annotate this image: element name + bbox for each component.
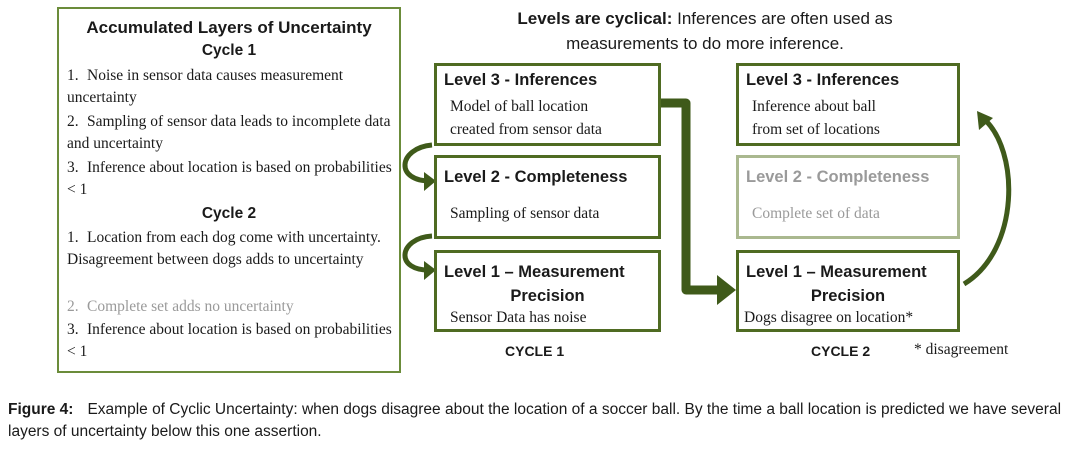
level-desc: Complete set of data: [752, 205, 880, 222]
caption-bold: Levels are cyclical:: [517, 9, 673, 28]
cycle2-level1-box: Level 1 – Measurement Precision Dogs dis…: [736, 250, 960, 332]
level-title: Level 1 – Measurement: [746, 263, 927, 281]
cycle-connector-arrow: [661, 98, 718, 295]
item-number: 2.: [67, 113, 79, 130]
footnote: * disagreement: [914, 341, 1009, 358]
panel-title: Accumulated Layers of Uncertainty: [86, 18, 372, 37]
level-desc: Model of ball location: [450, 98, 589, 115]
caption-rest: Inferences are often used as measurement…: [566, 9, 893, 53]
cycle1-level3-box: Level 3 - Inferences Model of ball locat…: [434, 63, 661, 146]
item-number: 2.: [67, 298, 79, 315]
item-number: 3.: [67, 321, 79, 338]
cycle1-curved-arrow-2-3: [402, 142, 433, 184]
level-desc: Dogs disagree on location*: [744, 309, 914, 326]
item-number: 1.: [67, 229, 79, 246]
cycle2-item-1: 1.Location from each dog come with uncer…: [67, 227, 397, 271]
level-desc: Inference about ball: [752, 98, 876, 115]
cycle1-heading: Cycle 1: [201, 42, 257, 59]
level-desc: Sensor Data has noise: [450, 309, 587, 326]
level-desc: from set of locations: [752, 121, 880, 138]
level-title: Level 1 – Measurement: [444, 263, 625, 281]
item-text: Sampling of sensor data leads to incompl…: [67, 113, 391, 152]
cycle2-item-3: 3.Inference about location is based on p…: [67, 319, 397, 363]
item-text: Inference about location is based on pro…: [67, 321, 392, 360]
item-text: Complete set adds no uncertainty: [87, 298, 294, 315]
level-title: Level 3 - Inferences: [444, 71, 598, 89]
cycle1-item-1: 1.Noise in sensor data causes measuremen…: [67, 65, 397, 109]
cycle2-level3-box: Level 3 - Inferences Inference about bal…: [736, 63, 960, 146]
cycle2-return-arrow: [962, 116, 1012, 287]
item-text: Location from each dog come with uncerta…: [67, 229, 381, 268]
diagram-caption: Levels are cyclical: Inferences are ofte…: [470, 6, 940, 56]
cycle1-item-3: 3.Inference about location is based on p…: [67, 157, 397, 201]
cycle1-curved-arrow-1-2: [402, 233, 433, 273]
item-number: 1.: [67, 67, 79, 84]
cycle1-label: CYCLE 1: [505, 343, 565, 359]
cycle1-item-2: 2.Sampling of sensor data leads to incom…: [67, 111, 397, 155]
figure-caption: Figure 4:Example of Cyclic Uncertainty: …: [8, 399, 1063, 443]
level-title-2: Precision: [810, 287, 886, 305]
item-text: Noise in sensor data causes measurement …: [67, 67, 344, 106]
figure-caption-text: Example of Cyclic Uncertainty: when dogs…: [8, 401, 1062, 440]
uncertainty-panel: Accumulated Layers of Uncertainty Cycle …: [57, 7, 401, 373]
cycle1-level1-box: Level 1 – Measurement Precision Sensor D…: [434, 250, 661, 332]
cycle1-level2-box: Level 2 - Completeness Sampling of senso…: [434, 155, 661, 239]
cycle2-item-2: 2. Complete set adds no uncertainty: [67, 296, 397, 318]
arrow-head: [717, 275, 736, 305]
cycle2-level2-box: Level 2 - Completeness Complete set of d…: [736, 155, 960, 239]
level-desc: Sampling of sensor data: [450, 205, 600, 222]
level-title-2: Precision: [510, 287, 585, 305]
figure-label: Figure 4:: [8, 401, 74, 418]
cycle2-label: CYCLE 2: [811, 343, 871, 359]
item-number: 3.: [67, 159, 79, 176]
item-text: Inference about location is based on pro…: [67, 159, 392, 198]
cycle2-heading: Cycle 2: [201, 205, 257, 222]
level-desc: created from sensor data: [450, 121, 602, 138]
level-title: Level 2 - Completeness: [444, 168, 628, 186]
level-title: Level 2 - Completeness: [746, 168, 930, 186]
level-title: Level 3 - Inferences: [746, 71, 900, 89]
arrow-head: [977, 111, 993, 130]
